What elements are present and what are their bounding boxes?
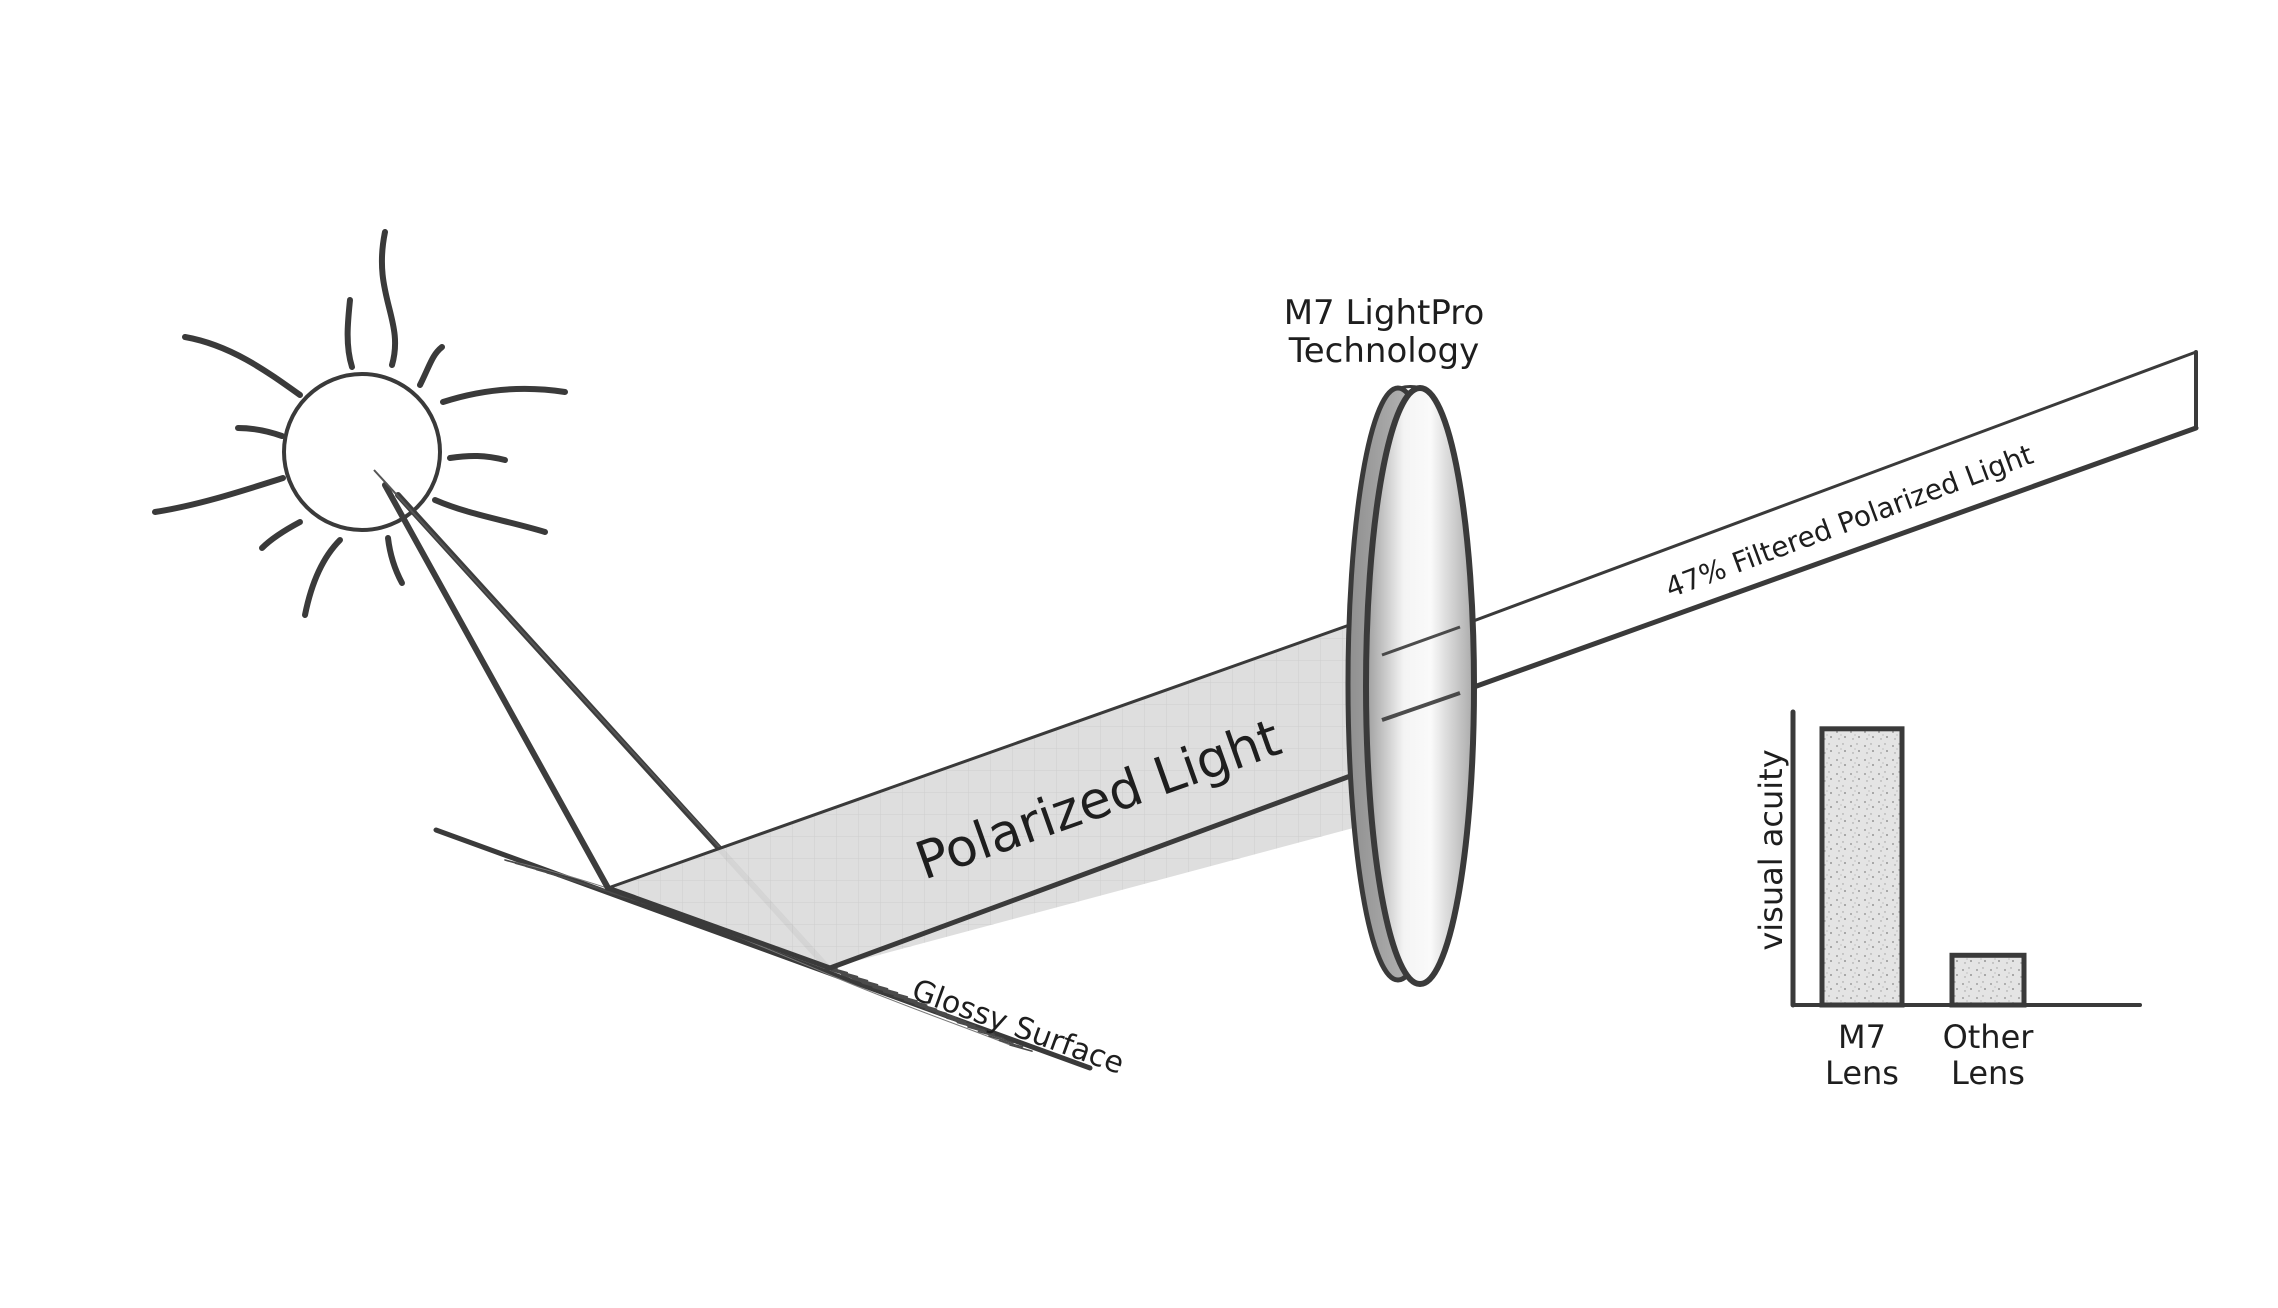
lens-icon xyxy=(1345,385,1477,987)
hatch-stroke xyxy=(851,978,889,990)
hatch-stroke xyxy=(956,1021,986,1031)
hatch-stroke xyxy=(840,973,879,986)
hatch-stroke xyxy=(903,999,938,1011)
hatch-stroke xyxy=(998,1039,1024,1048)
hatch-stroke xyxy=(967,1026,995,1036)
tick-label: Lens xyxy=(1825,1054,1899,1092)
filtered-light-label: 47% Filtered Polarized Light xyxy=(1661,438,2038,605)
hatch-stroke xyxy=(946,1017,976,1027)
bar-m7-lens xyxy=(1819,726,1905,1008)
sun-icon xyxy=(152,229,568,618)
hatch-stroke xyxy=(988,1035,1014,1044)
chart-y-label: visual acuity xyxy=(1752,749,1790,950)
tick-label: Other xyxy=(1943,1018,2035,1056)
hatch-stroke xyxy=(861,982,899,994)
hatch-stroke xyxy=(830,969,869,982)
hatch-stroke xyxy=(1009,1044,1033,1052)
hatch-stroke xyxy=(935,1012,967,1023)
lens-title-line2: Technology xyxy=(1288,331,1479,371)
tick-label: Lens xyxy=(1951,1054,2025,1092)
hatch-stroke xyxy=(977,1030,1005,1040)
hatch-stroke xyxy=(893,995,928,1006)
polarized-beam xyxy=(605,615,1375,971)
bar-other-lens xyxy=(1949,952,2027,1008)
hatch-stroke xyxy=(925,1008,957,1019)
tick-label: M7 xyxy=(1838,1018,1886,1056)
hatch-stroke xyxy=(914,1003,948,1015)
hatch-stroke xyxy=(882,990,918,1002)
lens-title-line1: M7 LightPro xyxy=(1284,293,1485,333)
glossy-surface-label: Glossy Surface xyxy=(907,973,1128,1082)
hatch-stroke xyxy=(872,986,909,998)
